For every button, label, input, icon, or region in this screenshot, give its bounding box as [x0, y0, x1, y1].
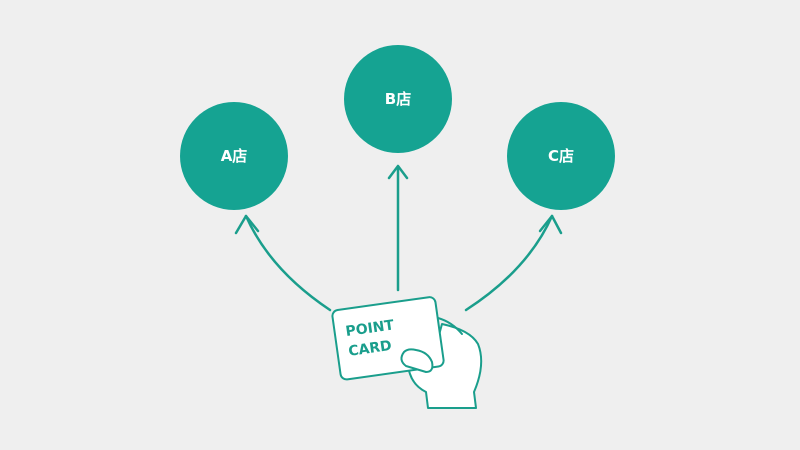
- arrow-a-head: [236, 216, 258, 233]
- arrow-to-a: [236, 216, 330, 310]
- arrow-c-shaft: [466, 216, 552, 310]
- store-a-label: A店: [221, 147, 248, 165]
- store-b-label: B店: [385, 90, 411, 108]
- arrow-to-c: [466, 216, 561, 310]
- arrow-to-b: [389, 166, 407, 290]
- arrow-c-head: [540, 216, 561, 233]
- store-c-label: C店: [548, 147, 574, 165]
- store-node-a: A店: [180, 102, 288, 210]
- store-node-c: C店: [507, 102, 615, 210]
- store-node-b: B店: [344, 45, 452, 153]
